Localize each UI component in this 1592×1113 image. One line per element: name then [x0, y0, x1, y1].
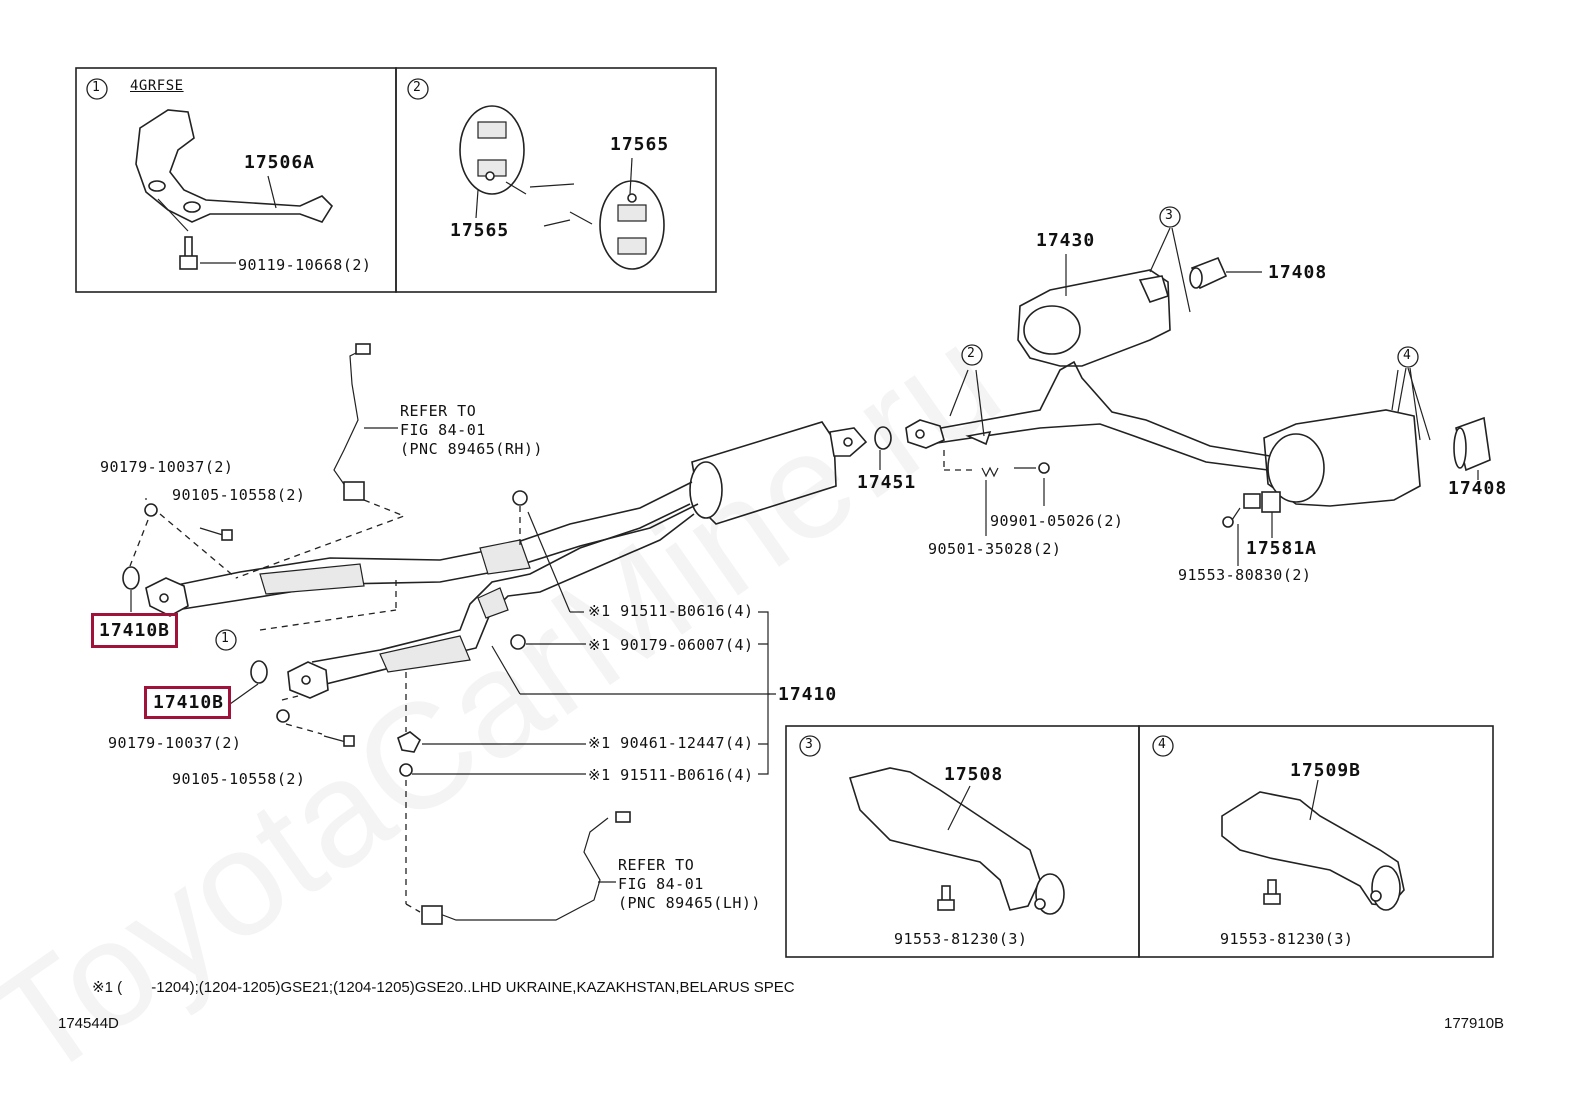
front-pipe-upper-drawing: [145, 481, 699, 617]
callout-number-1-main: 1: [221, 631, 230, 646]
part-91511-a-label: ※1 91511-B0616(4): [588, 602, 754, 620]
spring-bolt-drawing: [943, 450, 1050, 536]
gasket-17451-drawing: [874, 426, 892, 450]
callout-circle-1-main: [215, 629, 237, 651]
tip-17408-top-drawing: [1189, 256, 1262, 290]
callout-circle-1: [86, 78, 108, 100]
part-17565-bottom-label: 17565: [450, 220, 510, 241]
leader-lines-17410: [412, 511, 776, 775]
part-17408-bottom-label: 17408: [1448, 478, 1508, 499]
inset-box-2: [395, 67, 717, 293]
part-90105-top-label: 90105-10558(2): [172, 486, 306, 504]
gasket-17410B-top-drawing: [122, 566, 140, 590]
engine-code-label: 4GRFSE: [130, 78, 184, 94]
figure-code-left: 174544D: [58, 1015, 119, 1032]
part-17410B-bottom-label[interactable]: 17410B: [153, 692, 225, 713]
refer-lh-line1: REFER TO: [618, 856, 695, 874]
part-90179-10037-top-label: 90179-10037(2): [100, 458, 234, 476]
footnote: ※1 ( -1204);(1204-1205)GSE21;(1204-1205)…: [92, 979, 795, 996]
muffler-rear-drawing: [1263, 367, 1421, 507]
part-90901-label: 90901-05026(2): [990, 512, 1124, 530]
bracket-17509B-drawing: [1221, 779, 1405, 911]
callout-circle-4: [1152, 735, 1174, 757]
front-pipe-lower-drawing: [287, 503, 695, 699]
refer-rh-line3: (PNC 89465(RH)): [400, 440, 543, 458]
hanger-17565-top-drawing: [459, 105, 575, 219]
inset-box-4: [1138, 725, 1494, 958]
muffler-17430-drawing: [1017, 254, 1171, 367]
part-91553-81230-label-3: 91553-81230(3): [894, 930, 1028, 948]
highlight-17410B-bottom: [144, 686, 231, 719]
part-17408-top-label: 17408: [1268, 262, 1328, 283]
callout-circle-4-main: [1397, 346, 1419, 368]
bracket-17508-drawing: [848, 767, 1065, 915]
part-17565-top-label: 17565: [610, 134, 670, 155]
part-90179-06007-label: ※1 90179-06007(4): [588, 636, 754, 654]
highlight-17410B-top: [91, 613, 178, 648]
part-91511-b-label: ※1 91511-B0616(4): [588, 766, 754, 784]
callout-circle-3-main: [1159, 206, 1181, 228]
part-91553-81230-label-4: 91553-81230(3): [1220, 930, 1354, 948]
tip-17408-bottom-drawing: [1453, 416, 1491, 480]
refer-lh-line2: FIG 84-01: [618, 875, 704, 893]
o2-sensor-lh-drawing: [421, 811, 631, 925]
part-17410-label: 17410: [778, 684, 838, 705]
part-17506A-label: 17506A: [244, 152, 316, 173]
hanger-17565-bottom-drawing: [543, 157, 665, 270]
callout-number-3-main: 3: [1165, 208, 1174, 223]
part-91553-80830-label: 91553-80830(2): [1178, 566, 1312, 584]
figure-code-right: 177910B: [1444, 1015, 1505, 1032]
part-17410B-top-label[interactable]: 17410B: [99, 620, 171, 641]
part-90501-label: 90501-35028(2): [928, 540, 1062, 558]
part-90179-10037-bottom-label: 90179-10037(2): [108, 734, 242, 752]
refer-rh-line2: FIG 84-01: [400, 421, 486, 439]
callout-circle-3: [799, 735, 821, 757]
valve-17581A-drawing: [1222, 491, 1281, 538]
callout-circle-2-main: [961, 344, 983, 366]
fasteners-drawing: [129, 490, 528, 913]
o2-sensor-rh-drawing: [235, 343, 406, 579]
refer-lh-line3: (PNC 89465(LH)): [618, 894, 761, 912]
part-17509B-label: 17509B: [1290, 760, 1362, 781]
bolt-90119-drawing: [179, 236, 236, 270]
callout-circle-2: [407, 78, 429, 100]
part-17581A-label: 17581A: [1246, 538, 1318, 559]
bracket-17506A-drawing: [135, 109, 334, 232]
callout-number-2: 2: [413, 80, 422, 95]
callout-number-4: 4: [1158, 737, 1167, 752]
gasket-17410B-bottom-drawing: [250, 660, 268, 684]
part-90461-label: ※1 90461-12447(4): [588, 734, 754, 752]
callout-number-4-main: 4: [1403, 348, 1412, 363]
rear-y-pipe-drawing: [905, 360, 1271, 471]
callout-number-1: 1: [92, 80, 101, 95]
callout-number-2-main: 2: [967, 346, 976, 361]
part-17451-label: 17451: [857, 472, 917, 493]
center-muffler-drawing: [689, 421, 868, 525]
part-17508-label: 17508: [944, 764, 1004, 785]
callout-number-3: 3: [805, 737, 814, 752]
refer-rh-line1: REFER TO: [400, 402, 477, 420]
part-90119-label: 90119-10668(2): [238, 256, 372, 274]
part-17430-label: 17430: [1036, 230, 1096, 251]
part-90105-bottom-label: 90105-10558(2): [172, 770, 306, 788]
